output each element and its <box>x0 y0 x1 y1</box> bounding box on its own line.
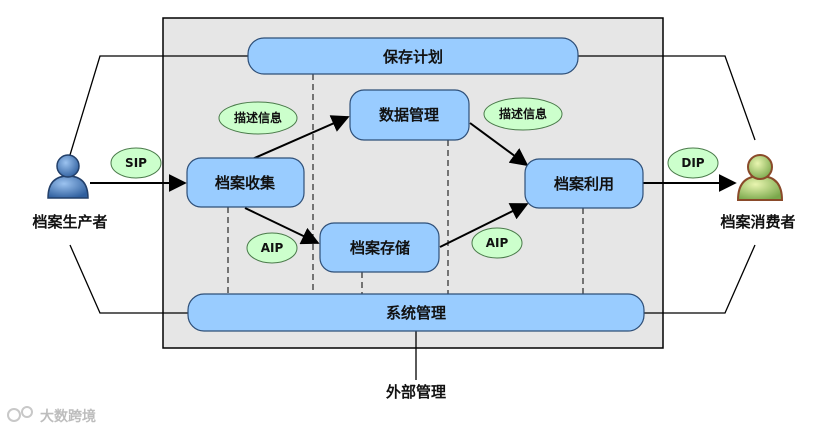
bottom-bar-label: 系统管理 <box>386 304 446 322</box>
oval-aip-left: AIP <box>246 232 298 264</box>
oval-aip-right-label: AIP <box>486 236 509 250</box>
arrow-data-to-use <box>469 122 529 167</box>
arrow-collect-to-storage <box>244 207 320 245</box>
oval-sip-label: SIP <box>125 156 147 170</box>
producer-bottom-link <box>69 244 188 314</box>
box-collect-label: 档案收集 <box>215 174 276 192</box>
oval-aip-right: AIP <box>471 227 523 259</box>
producer-top-link <box>69 55 248 156</box>
watermark: 大数跨境 <box>7 406 96 425</box>
producer-label: 档案生产者 <box>32 213 107 231</box>
watermark-logo-icon <box>7 406 33 422</box>
external-label: 外部管理 <box>385 383 446 401</box>
oval-desc-left: 描述信息 <box>218 101 298 135</box>
watermark-text: 大数跨境 <box>40 408 96 425</box>
box-storage-label: 档案存储 <box>350 239 410 257</box>
consumer-top-link <box>577 55 756 141</box>
box-use: 档案利用 <box>524 158 644 209</box>
bottom-bar: 系统管理 <box>187 293 645 332</box>
top-bar: 保存计划 <box>247 37 579 75</box>
top-bar-label: 保存计划 <box>382 48 443 66</box>
consumer-label: 档案消费者 <box>720 213 795 231</box>
oval-desc-right: 描述信息 <box>483 97 563 131</box>
arrow-collect-to-data <box>249 115 350 161</box>
oval-dip: DIP <box>667 147 719 179</box>
oval-sip: SIP <box>110 147 162 179</box>
box-use-label: 档案利用 <box>554 175 614 193</box>
box-data-mgmt: 数据管理 <box>349 89 470 141</box>
oval-desc-right-label: 描述信息 <box>499 106 547 121</box>
box-data-mgmt-label: 数据管理 <box>379 106 439 124</box>
oval-aip-left-label: AIP <box>261 241 284 255</box>
box-collect: 档案收集 <box>186 157 305 208</box>
oval-desc-left-label: 描述信息 <box>234 110 282 125</box>
consumer-person-icon <box>736 154 784 201</box>
producer-person-icon <box>47 154 89 199</box>
box-storage: 档案存储 <box>319 222 440 273</box>
consumer-bottom-link <box>643 244 756 314</box>
oval-dip-label: DIP <box>681 156 704 170</box>
arrow-storage-to-use <box>439 203 529 248</box>
